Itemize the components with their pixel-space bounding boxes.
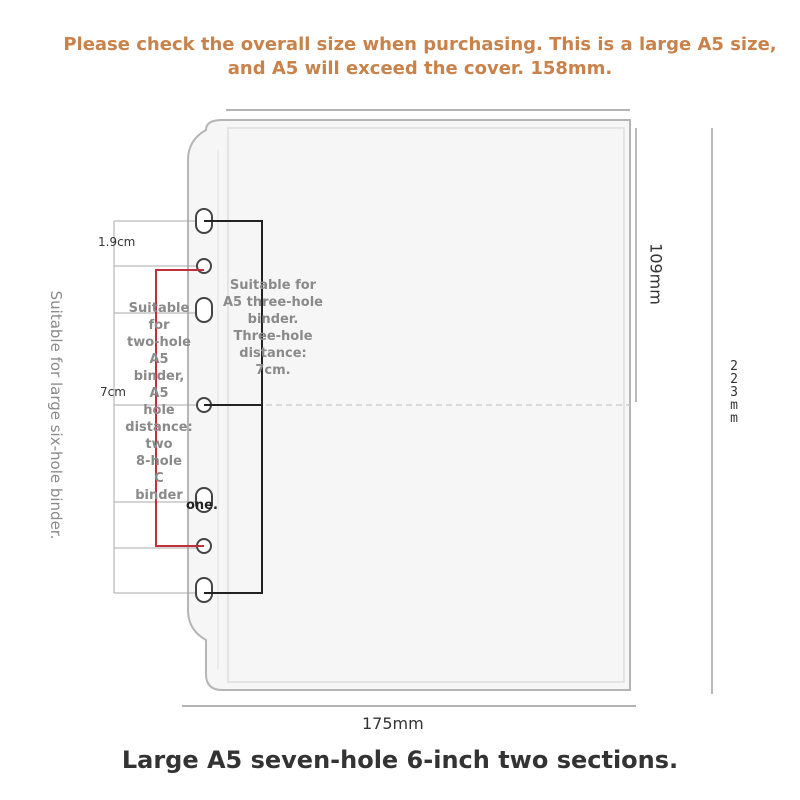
- note-line: binder,: [133, 369, 185, 384]
- note-line: binder.: [247, 312, 299, 327]
- hole-slot: [195, 487, 213, 513]
- note-line: two-hole: [126, 335, 191, 350]
- note-line: hole: [143, 403, 175, 418]
- note-line: distance:: [125, 420, 193, 435]
- two-hole-bracket: [155, 269, 204, 547]
- note-line: 7cm.: [255, 363, 291, 378]
- two-hole-note-suffix: one.: [186, 498, 218, 513]
- height-char: m: [730, 398, 738, 413]
- width-label: 175mm: [362, 714, 424, 733]
- height-char: 2: [730, 359, 738, 374]
- note-line: for: [148, 318, 170, 333]
- hole-spacing-label: 7cm: [100, 385, 126, 399]
- note-line: binder: [135, 488, 183, 503]
- note-line: A5 three-hole: [222, 295, 323, 310]
- headline-line-1: Please check the overall size when purch…: [63, 34, 777, 55]
- height-char: 2: [730, 372, 738, 387]
- height-char: 3: [730, 385, 738, 400]
- height-char: m: [730, 411, 738, 426]
- top-spacing-label: 1.9cm: [98, 235, 136, 249]
- note-line: two: [145, 437, 173, 452]
- footer-caption: Large A5 seven-hole 6-inch two sections.: [121, 746, 679, 774]
- note-line: Suitable: [128, 301, 190, 316]
- note-line: C: [154, 471, 164, 486]
- note-line: Suitable for: [229, 278, 317, 293]
- three-hole-bracket: [204, 220, 263, 594]
- note-line: A5: [149, 386, 169, 401]
- six-hole-note: Suitable for large six-hole binder.: [47, 290, 65, 540]
- note-line: distance:: [239, 346, 307, 361]
- section-height-label: 109mm: [646, 243, 666, 305]
- three-hole-note: Suitable for A5 three-hole binder. Three…: [214, 277, 332, 379]
- total-height-label: 2 2 3 m m: [727, 360, 741, 425]
- headline-line-2: and A5 will exceed the cover. 158mm.: [227, 58, 613, 79]
- note-line: 8-hole: [136, 454, 182, 469]
- hole-slot: [195, 577, 213, 603]
- hole-slot: [195, 297, 213, 323]
- note-line: Three-hole: [233, 329, 313, 344]
- note-line: A5: [149, 352, 169, 367]
- two-hole-note: Suitable for two-hole A5 binder, A5 hole…: [118, 300, 200, 504]
